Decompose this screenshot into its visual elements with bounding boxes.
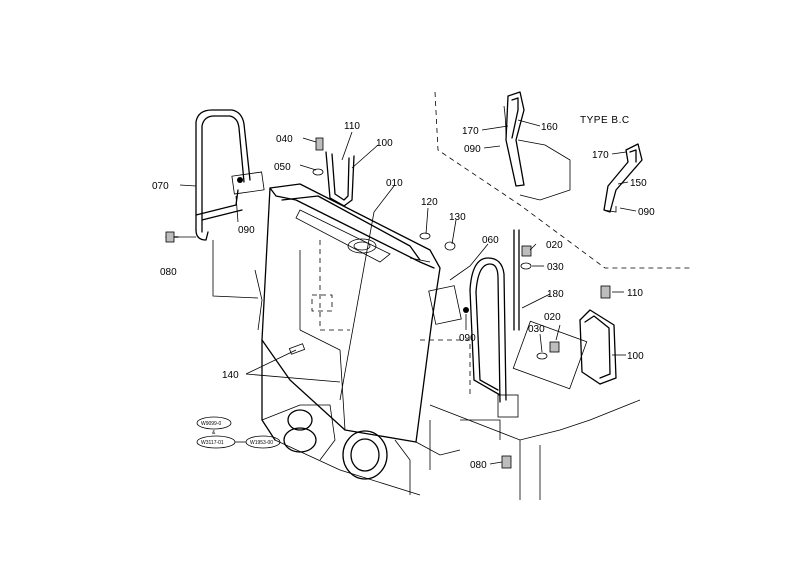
- detail-region-boundary: [434, 91, 690, 269]
- grab-handle-right: [428, 257, 519, 418]
- callout-160: 160: [541, 122, 558, 133]
- callout-110-top: 110: [344, 121, 360, 132]
- bolt-020-upper: [520, 245, 532, 270]
- callout-100-top: 100: [376, 138, 393, 149]
- ref-tag-separator: &: [212, 430, 216, 436]
- bolt-080-lower: [501, 455, 512, 469]
- callout-040: 040: [276, 134, 293, 145]
- callout-030-lower: 030: [528, 324, 545, 335]
- callout-090-typebc-right: 090: [638, 207, 655, 218]
- callout-020-upper: 020: [546, 240, 563, 251]
- callout-020-lower: 020: [544, 312, 561, 323]
- callout-030-upper: 030: [547, 262, 564, 273]
- bracket-right: [579, 285, 617, 385]
- type-bc-label: TYPE B.C: [580, 115, 630, 126]
- callout-090-left: 090: [238, 225, 255, 236]
- bolt-020-lower: [536, 341, 560, 360]
- callout-140: 140: [222, 370, 239, 381]
- callout-130: 130: [449, 212, 466, 223]
- callout-170-right: 170: [592, 150, 609, 161]
- callout-150: 150: [630, 178, 647, 189]
- callout-090-right: 090: [459, 333, 476, 344]
- clip-140: [288, 343, 306, 355]
- reference-tags: W9099-0 & W3117-01 W1953-00: [196, 416, 281, 449]
- callout-010: 010: [386, 178, 403, 189]
- callout-180: 180: [547, 289, 564, 300]
- bolt-080-left: [165, 231, 196, 243]
- callout-100-right: 100: [627, 351, 644, 362]
- lever-160: [503, 91, 571, 201]
- ref-tag-oval-1: [196, 416, 232, 430]
- callout-120: 120: [421, 197, 438, 208]
- callout-060: 060: [482, 235, 499, 246]
- machine-body: [261, 320, 641, 500]
- ref-tag-oval-3: [245, 435, 281, 449]
- grab-handle-left: [195, 109, 265, 241]
- ref-tag-3: W1953-00: [250, 440, 273, 446]
- ref-tag-1: W9099-0: [201, 421, 222, 427]
- callout-090-typebc-left: 090: [464, 144, 481, 155]
- callout-110-right: 110: [627, 288, 643, 299]
- ref-tag-2: W3117-01: [201, 440, 224, 446]
- fasteners-120-130: [419, 232, 456, 251]
- callout-080-lower: 080: [470, 460, 487, 471]
- lever-150: [603, 143, 643, 213]
- bracket-top: [312, 137, 355, 207]
- cover-panel: [254, 183, 441, 443]
- callout-080-left: 080: [160, 267, 177, 278]
- callout-070: 070: [152, 181, 169, 192]
- callout-170-left: 170: [462, 126, 479, 137]
- callout-050: 050: [274, 162, 291, 173]
- trim-strip: [513, 229, 520, 331]
- leader-lines: [179, 119, 637, 465]
- callout-labels: 070 090 080 040 050 110 100 010 120 130 …: [152, 115, 655, 471]
